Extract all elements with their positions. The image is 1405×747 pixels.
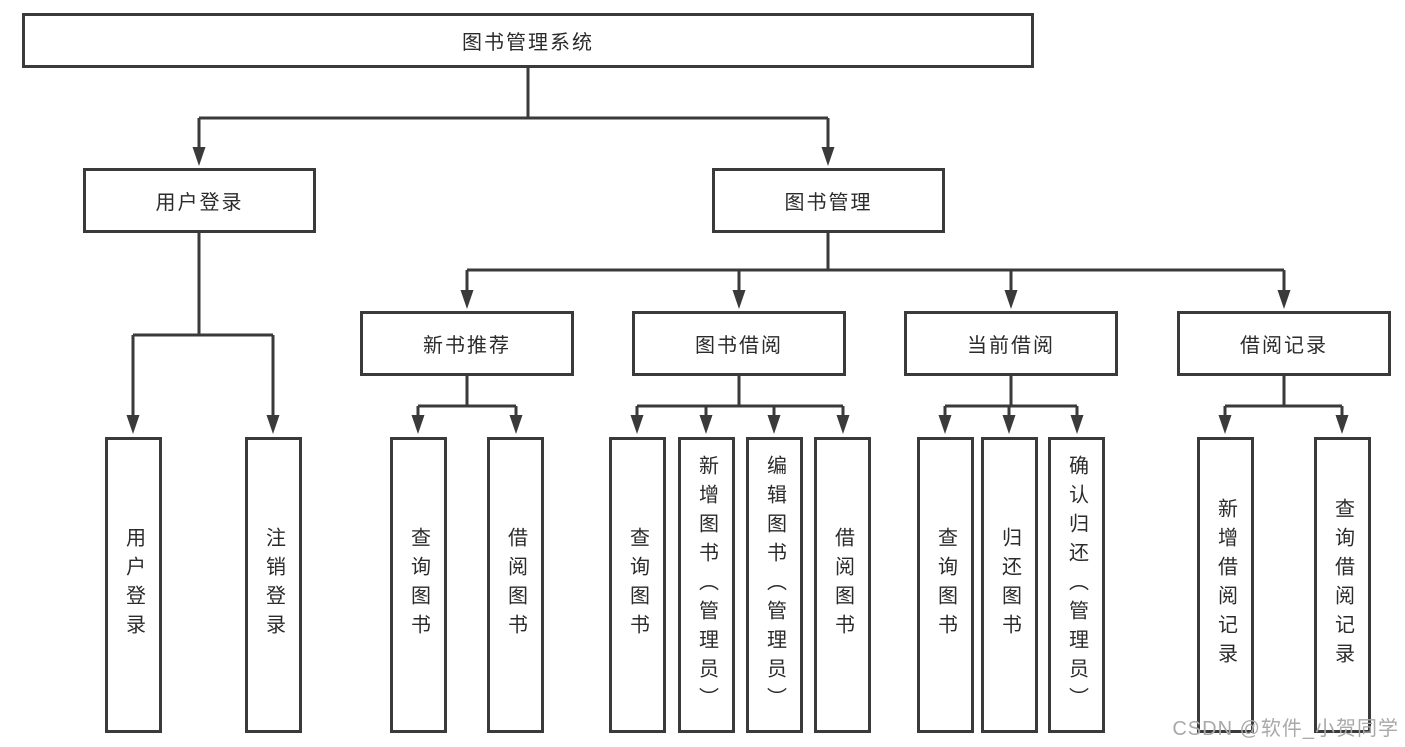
node-book-borrowing: 图书借阅 <box>632 311 846 376</box>
node-user-login-label: 用户登录 <box>155 192 244 214</box>
leaf-query-borrow-record: 查询借阅记录 <box>1314 437 1371 733</box>
leaf-user-login: 用户登录 <box>105 437 162 733</box>
leaf-query-books-label: 查询图书 <box>407 527 430 643</box>
leaf-query-books: 查询图书 <box>390 437 447 733</box>
leaf-return-books-label: 归还图书 <box>998 527 1021 643</box>
node-borrowing-records-label: 借阅记录 <box>1240 335 1328 357</box>
node-current-borrowing-label: 当前借阅 <box>967 335 1055 357</box>
leaf-confirm-return-admin: 确认归还（管理员） <box>1048 437 1105 733</box>
node-book-borrowing-label: 图书借阅 <box>695 335 783 357</box>
leaf-query-books-3-label: 查询图书 <box>934 527 957 643</box>
leaf-query-borrow-record-label: 查询借阅记录 <box>1331 498 1354 672</box>
leaf-user-login-label: 用户登录 <box>122 527 145 643</box>
leaf-query-books-3: 查询图书 <box>917 437 974 733</box>
leaf-edit-books-admin: 编辑图书（管理员） <box>746 437 803 733</box>
watermark: CSDN @软件_小贺同学 <box>1172 718 1399 740</box>
leaf-query-books-2: 查询图书 <box>609 437 666 733</box>
leaf-borrow-books-label: 借阅图书 <box>504 527 527 643</box>
node-new-book-recommendation: 新书推荐 <box>360 311 574 376</box>
leaf-edit-books-admin-label: 编辑图书（管理员） <box>763 454 786 716</box>
leaf-borrow-books-2: 借阅图书 <box>814 437 871 733</box>
node-borrowing-records: 借阅记录 <box>1177 311 1391 376</box>
leaf-confirm-return-admin-label: 确认归还（管理员） <box>1065 454 1088 716</box>
leaf-logout-login: 注销登录 <box>245 437 302 733</box>
node-book-management: 图书管理 <box>712 168 945 233</box>
leaf-borrow-books: 借阅图书 <box>487 437 544 733</box>
leaf-add-borrow-record: 新增借阅记录 <box>1197 437 1254 733</box>
node-book-management-label: 图书管理 <box>784 192 873 214</box>
leaf-add-books-admin-label: 新增图书（管理员） <box>695 454 718 716</box>
node-current-borrowing: 当前借阅 <box>904 311 1118 376</box>
leaf-logout-login-label: 注销登录 <box>262 527 285 643</box>
leaf-add-borrow-record-label: 新增借阅记录 <box>1214 498 1237 672</box>
leaf-return-books: 归还图书 <box>981 437 1038 733</box>
node-new-book-recommendation-label: 新书推荐 <box>423 335 511 357</box>
node-root-system: 图书管理系统 <box>22 13 1034 68</box>
node-user-login: 用户登录 <box>83 168 316 233</box>
leaf-borrow-books-2-label: 借阅图书 <box>831 527 854 643</box>
leaf-add-books-admin: 新增图书（管理员） <box>678 437 735 733</box>
leaf-query-books-2-label: 查询图书 <box>626 527 649 643</box>
node-root-label: 图书管理系统 <box>462 32 594 54</box>
